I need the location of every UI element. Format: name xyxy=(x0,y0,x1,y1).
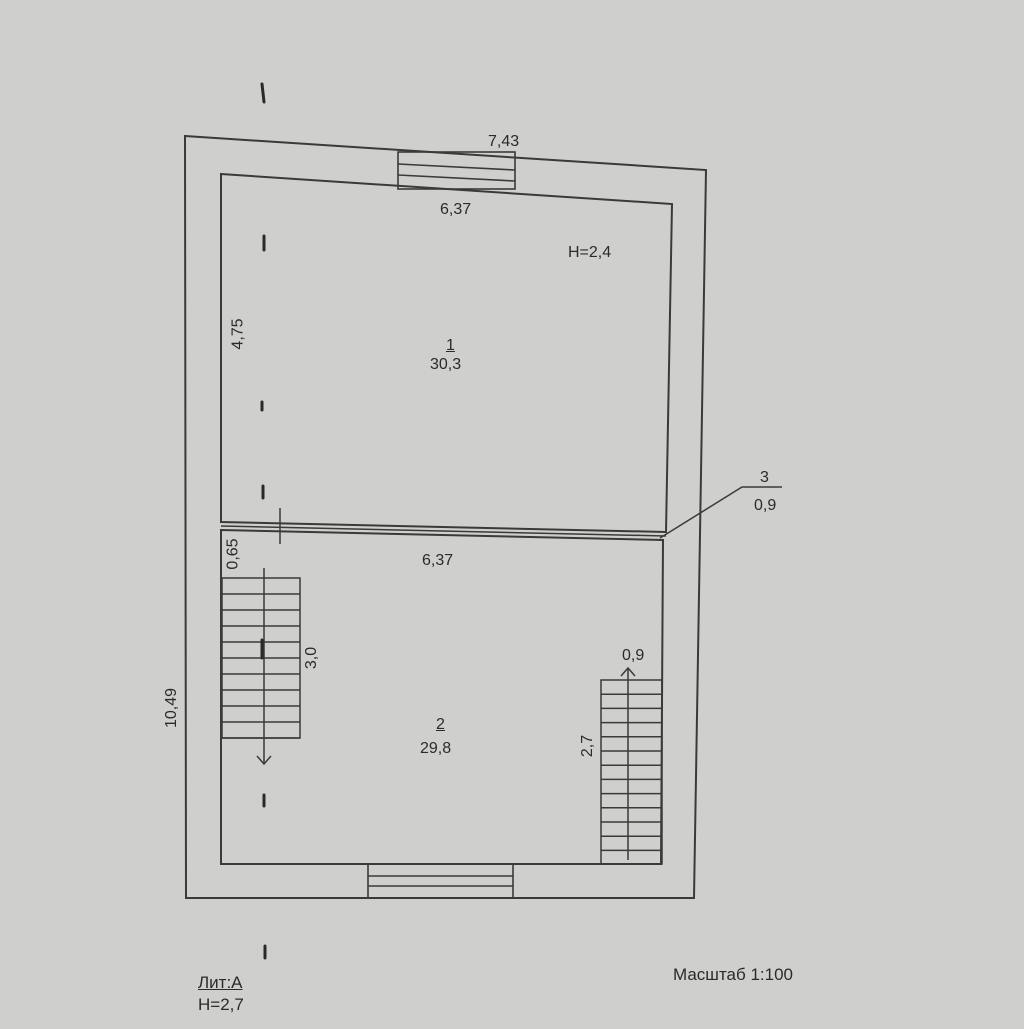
room-1-height-label: H=2,4 xyxy=(568,244,612,261)
liter-label: Лит:А xyxy=(198,973,243,992)
room-1-length-label: 4,75 xyxy=(229,318,247,350)
room-3-area: 0,9 xyxy=(754,497,777,514)
room-2-number: 2 xyxy=(436,716,445,733)
room-1-outline xyxy=(220,172,674,534)
tick-marks xyxy=(260,82,267,960)
window-top xyxy=(397,151,516,190)
room-2-area: 29,8 xyxy=(420,740,452,757)
room-2-outline xyxy=(220,528,665,865)
partition-line xyxy=(220,525,667,537)
room-2-width-label: 6,37 xyxy=(422,552,454,569)
overall-width-label: 7,43 xyxy=(488,133,520,150)
room-1-area: 30,3 xyxy=(430,356,462,373)
overall-length-label: 10,49 xyxy=(163,687,181,729)
window-bottom xyxy=(367,863,514,899)
stair-left xyxy=(221,568,301,766)
stair-right-length-label: 2,7 xyxy=(579,734,597,758)
room-3-number: 3 xyxy=(760,469,769,486)
scale-label: Масштаб 1:100 xyxy=(673,965,793,984)
stair-right xyxy=(600,666,663,865)
stair-left-length-label: 3,0 xyxy=(303,646,321,670)
room-1-number: 1 xyxy=(446,337,455,354)
building-height-label: H=2,7 xyxy=(198,995,244,1014)
room-3-leader xyxy=(659,486,782,539)
room-1-width-label: 6,37 xyxy=(440,201,472,218)
room-2-offset-label: 0,65 xyxy=(224,538,242,570)
outer-wall xyxy=(183,134,708,899)
stair-right-width-label: 0,9 xyxy=(622,647,645,664)
